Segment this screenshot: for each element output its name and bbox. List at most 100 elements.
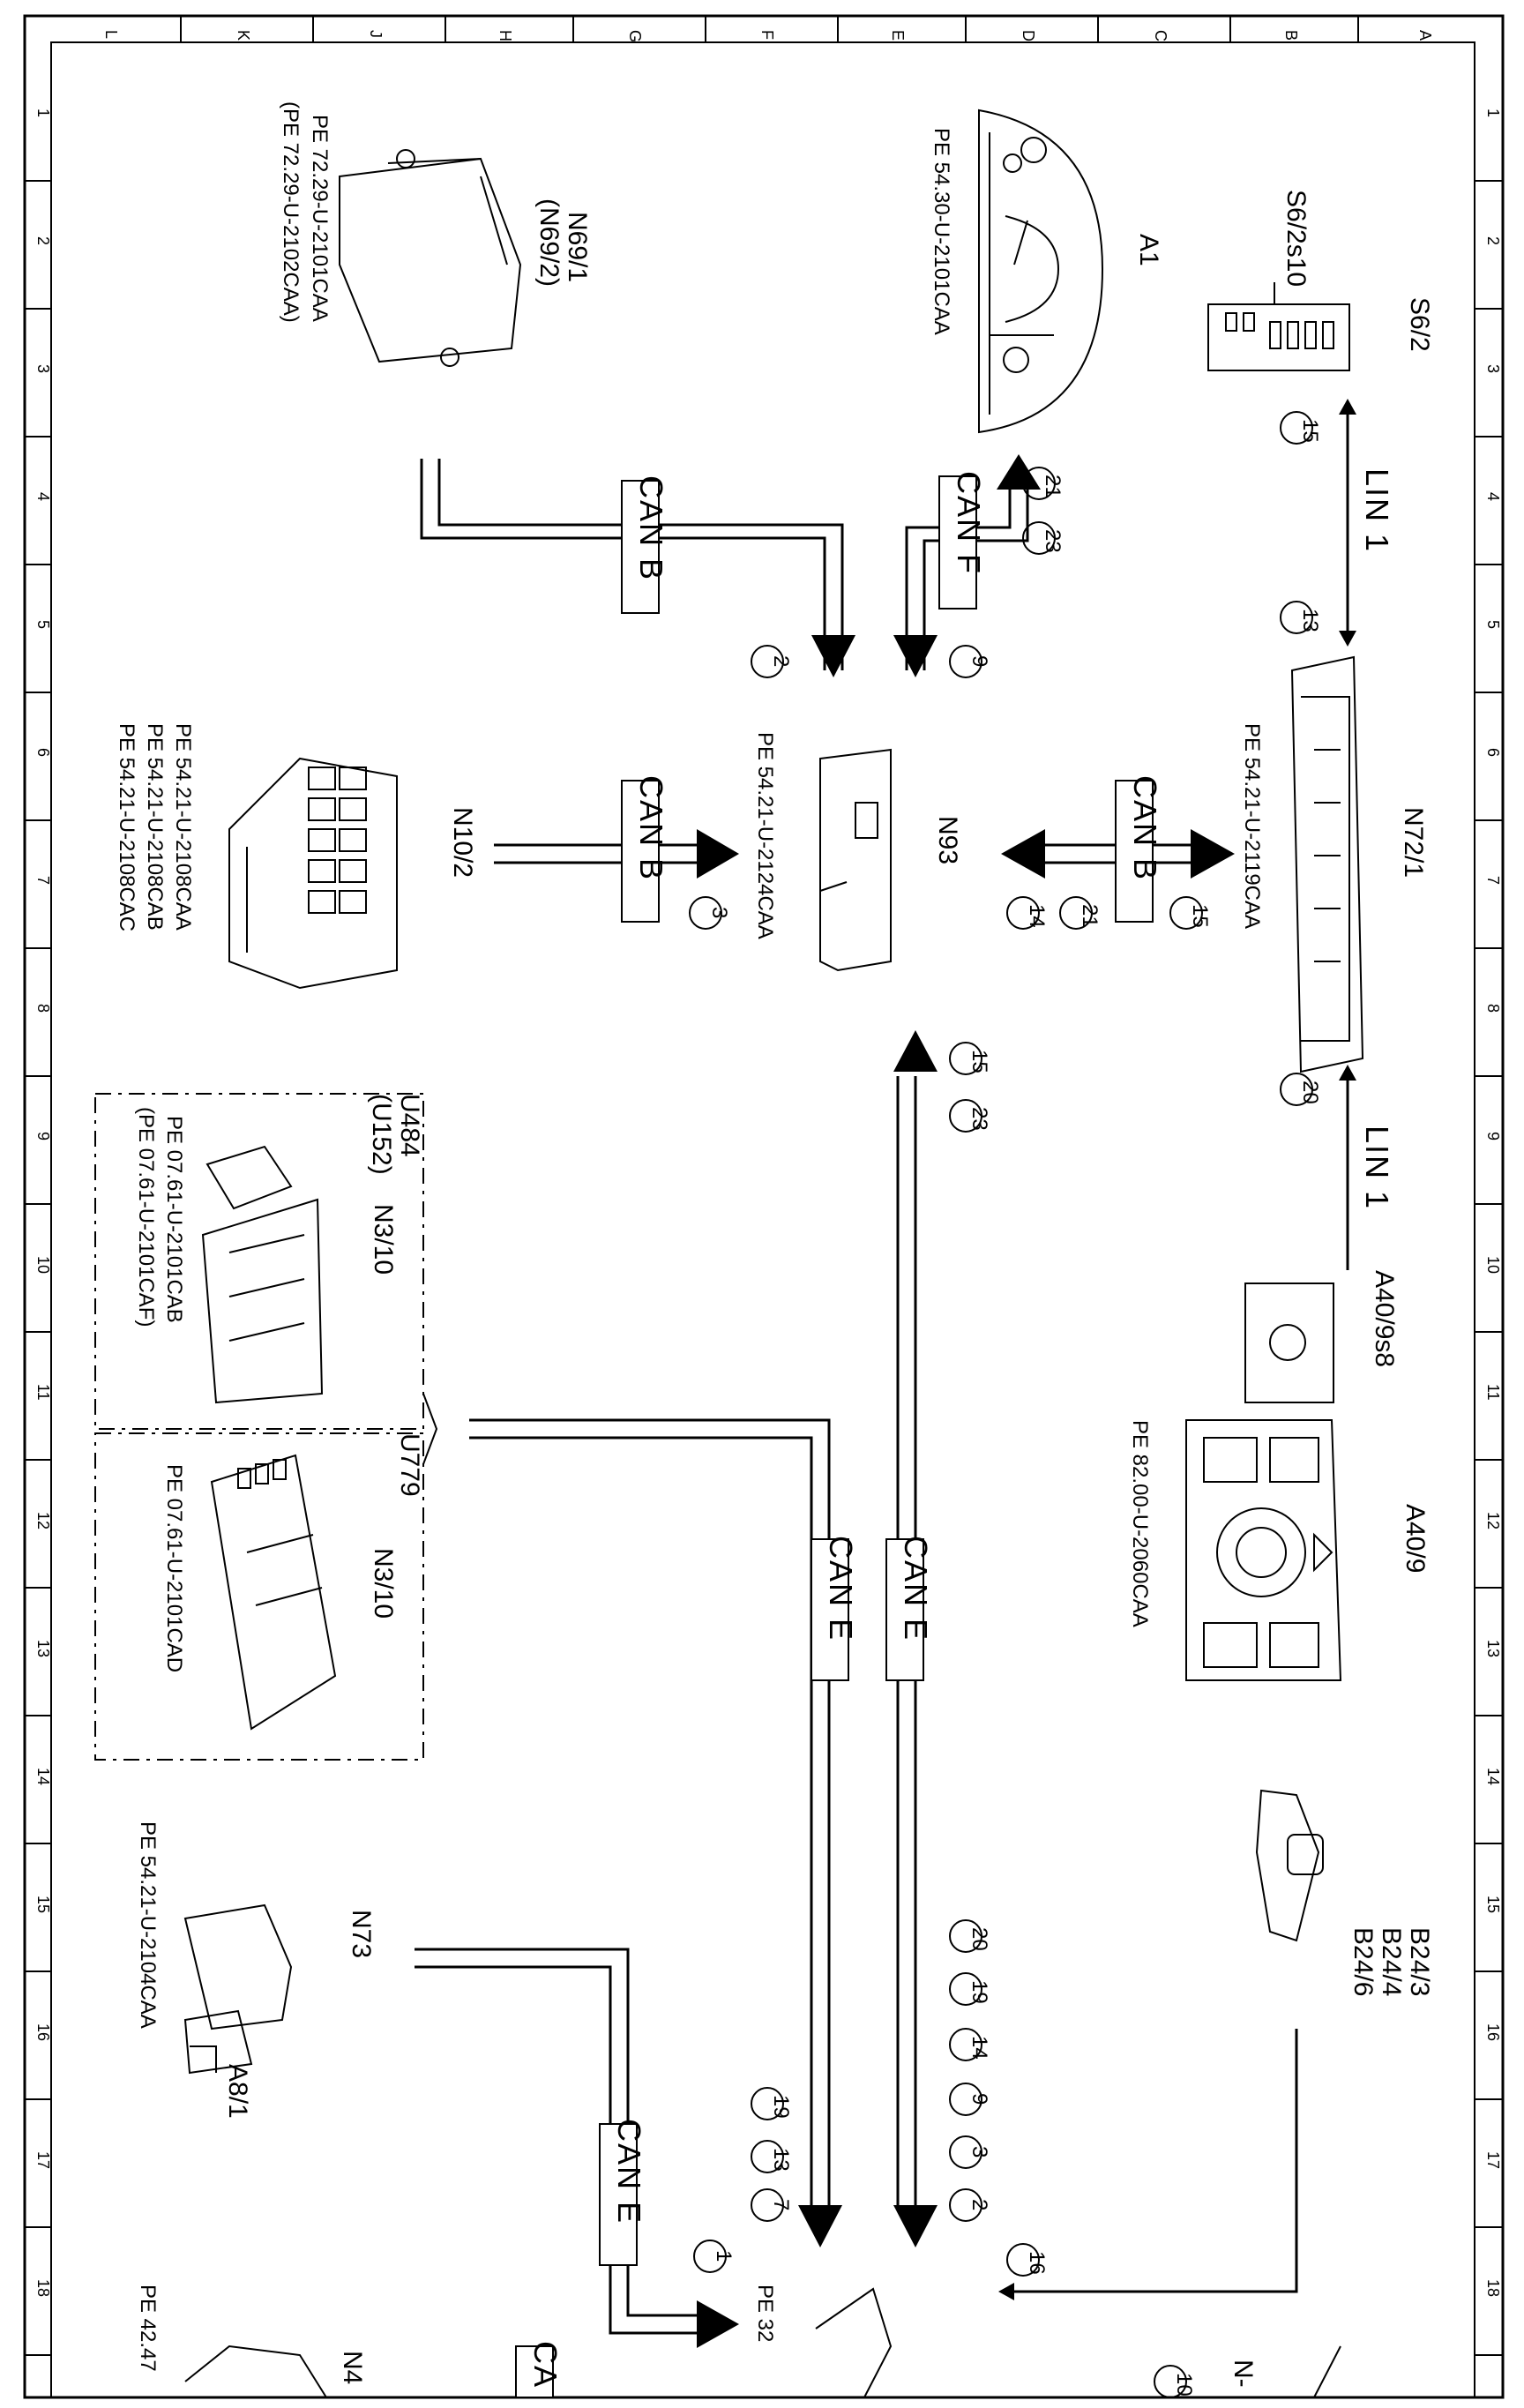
n3-10-ecu-drawing-bottom [210, 1454, 337, 1731]
row-label-right-2: 2 [1484, 236, 1502, 245]
sig-2-n69: 2 [769, 655, 793, 667]
row-label-right-5: 5 [1484, 620, 1502, 629]
u484-dashed-box [94, 1093, 424, 1430]
row-label-left-3: 3 [34, 364, 52, 373]
b24-3-label: B24/3 [1405, 1927, 1434, 1996]
n73-ignition-switch-drawing [183, 1903, 293, 2075]
n93-module-drawing [819, 748, 892, 972]
n10-ref-3: PE 54.21-U-2108CAC [115, 723, 138, 931]
row-label-right-16: 16 [1484, 2023, 1502, 2041]
s6-2-switch-label: S6/2s10 [1281, 190, 1311, 287]
row-label-right-13: 13 [1484, 1640, 1502, 1657]
a1-ref: PE 54.30-U-2101CAA [930, 128, 953, 335]
column-markers [180, 16, 1359, 42]
row-label-left-9: 9 [34, 1132, 52, 1140]
n69-1-module-drawing [339, 149, 522, 367]
n72-1-panel-drawing [1290, 655, 1364, 1073]
row-label-right-1: 1 [1484, 108, 1502, 117]
n3-10-ecu-drawing-top [201, 1145, 324, 1404]
row-label-left-6: 6 [34, 748, 52, 757]
bus-lines [415, 415, 1349, 2335]
n4-partial-label: N4 [338, 2351, 367, 2384]
col-label-H: H [497, 30, 514, 41]
row-label-right-17: 17 [1484, 2151, 1502, 2169]
a40-9-ref: PE 82.00-U-2060CAA [1128, 1420, 1152, 1627]
lin-1-label-top: LIN 1 [1359, 468, 1395, 553]
sig-13-top: 13 [1298, 609, 1322, 632]
col-label-C: C [1152, 30, 1169, 41]
a1-label: A1 [1134, 234, 1163, 266]
sig-19-low: 19 [967, 1980, 991, 2004]
u779-ref: PE 07.61-U-2101CAD [162, 1464, 186, 1672]
lin-1-label-bottom: LIN 1 [1359, 1125, 1395, 1210]
sig-15-top: 15 [1298, 419, 1322, 443]
u484-ref-1: PE 07.61-U-2101CAB [162, 1116, 186, 1323]
sig-1-n73: 1 [712, 2250, 736, 2262]
col-label-K: K [235, 30, 252, 41]
sig-2-low: 2 [967, 2199, 991, 2210]
b24-4-label: B24/4 [1377, 1927, 1406, 1996]
a40-9s8-label: A40/9s8 [1370, 1270, 1399, 1367]
row-label-left-2: 2 [34, 236, 52, 245]
col-label-G: G [626, 30, 644, 42]
row-markers [25, 180, 1503, 2356]
sig-3-n10: 3 [707, 907, 731, 918]
row-label-left-7: 7 [34, 876, 52, 885]
col-label-D: D [1020, 30, 1037, 41]
row-label-left-13: 13 [34, 1640, 52, 1657]
row-label-left-17: 17 [34, 2151, 52, 2169]
sig-19-left: 19 [769, 2095, 793, 2119]
n10-2-label: N10/2 [448, 807, 477, 878]
row-label-left-16: 16 [34, 2023, 52, 2041]
pe-32-partial-ref: PE 32 [753, 2285, 777, 2342]
n-partial-label: N- [1229, 2359, 1258, 2388]
sig-15-cane: 15 [967, 1050, 991, 1073]
u484-label: U484 [395, 1094, 424, 1157]
row-label-right-3: 3 [1484, 364, 1502, 373]
sig-9-a1: 9 [967, 655, 991, 667]
row-label-right-8: 8 [1484, 1004, 1502, 1013]
n10-2-module-drawing [228, 757, 398, 990]
signal-numbers: 15 13 21 23 9 2 3 15 21 14 15 23 20 20 1… [707, 419, 1322, 2397]
sig-20-low: 20 [967, 1927, 991, 1951]
a40-9-unit-drawing [1185, 1419, 1342, 1681]
can-e-label-right: CAN E [898, 1536, 934, 1641]
col-label-F: F [758, 30, 776, 40]
sig-14-n72: 14 [1025, 904, 1049, 928]
can-e-label-bottom: CAN E [611, 2119, 647, 2225]
sig-21-a1: 21 [1041, 475, 1065, 498]
row-label-left-14: 14 [34, 1768, 52, 1785]
brace-connector [422, 1393, 438, 1465]
can-e-label-left: CAN E [823, 1536, 859, 1641]
row-label-left-18: 18 [34, 2279, 52, 2297]
sig-23-a1: 23 [1041, 529, 1065, 553]
n93-ref: PE 54.21-U-2124CAA [753, 732, 777, 939]
u152-alt-label: (U152) [367, 1094, 396, 1175]
n72-1-ref: PE 54.21-U-2119CAA [1240, 723, 1264, 929]
row-label-left-15: 15 [34, 1896, 52, 1913]
n69-1-label: N69/1 [563, 212, 592, 282]
n3-10-label-bottom: N3/10 [369, 1548, 398, 1619]
row-label-right-15: 15 [1484, 1896, 1502, 1913]
pe-42-partial-ref: PE 42.47 [136, 2285, 160, 2372]
can-b-label-right: CAN B [1127, 775, 1163, 881]
row-label-left-1: 1 [34, 108, 52, 117]
row-label-right-6: 6 [1484, 748, 1502, 757]
signal-circles [689, 411, 1313, 2398]
s6-2-switch-drawing [1207, 282, 1350, 371]
row-label-left-10: 10 [34, 1256, 52, 1274]
sig-15-n72: 15 [1188, 904, 1212, 928]
row-label-right-18: 18 [1484, 2279, 1502, 2297]
bottom-partial-drawings [184, 2287, 1341, 2398]
row-label-right-4: 4 [1484, 492, 1502, 501]
sig-3-low: 3 [967, 2146, 991, 2157]
sig-9-low: 9 [967, 2093, 991, 2105]
n10-ref-1: PE 54.21-U-2108CAA [171, 723, 195, 931]
outer-frame [23, 14, 1505, 2399]
sig-16-b24: 16 [1025, 2251, 1049, 2275]
can-f-label: CAN F [951, 471, 987, 575]
sig-10-bottom: 10 [1172, 2373, 1196, 2397]
row-label-right-14: 14 [1484, 1768, 1502, 1785]
sig-21-n72: 21 [1078, 904, 1102, 928]
u779-dashed-box [94, 1432, 424, 1761]
